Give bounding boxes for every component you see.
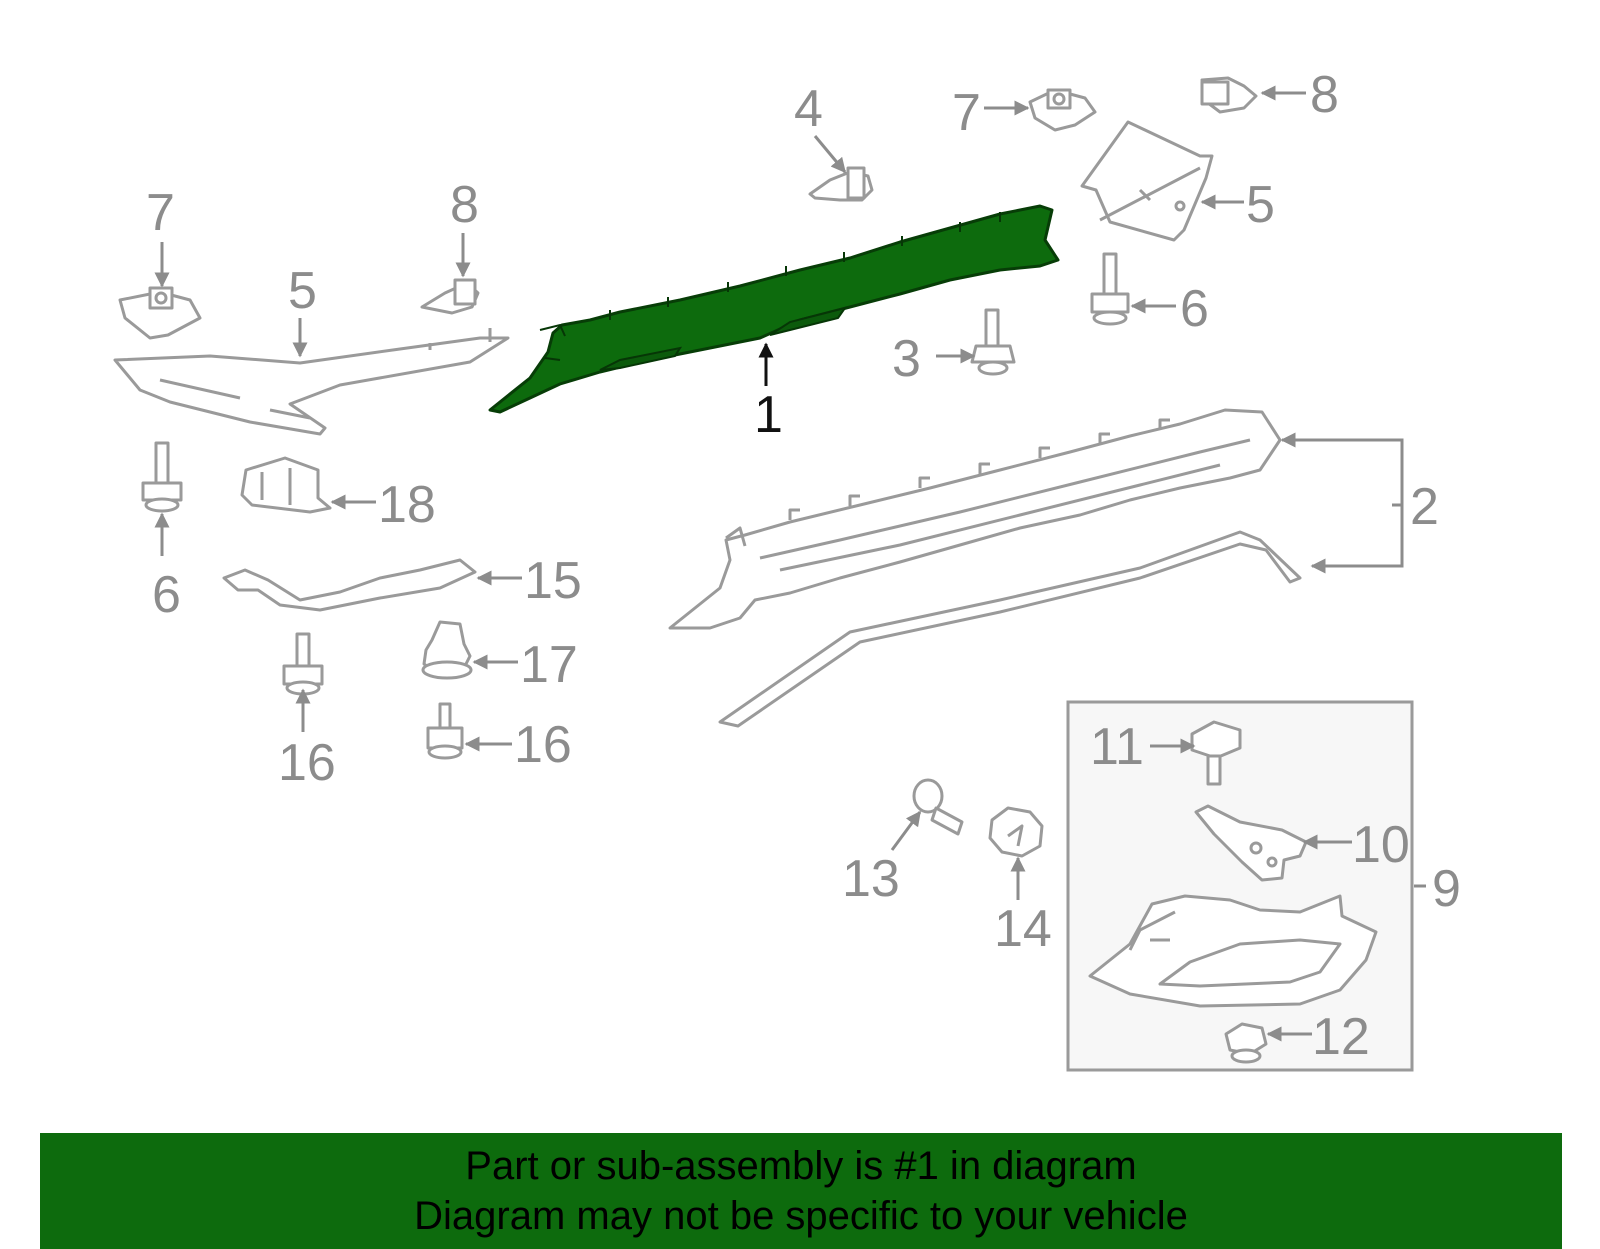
part-2-upper <box>668 408 1282 630</box>
callout-12: 12 <box>1312 1008 1370 1066</box>
part-9 <box>1088 894 1378 1008</box>
part-6-left <box>141 441 183 513</box>
part-5-right <box>1080 120 1214 242</box>
callout-5-right: 5 <box>1246 176 1275 234</box>
callout-10: 10 <box>1352 816 1410 874</box>
callout-5-left: 5 <box>288 262 317 320</box>
banner-line-part-number: Part or sub-assembly is #1 in diagram <box>465 1144 1137 1188</box>
part-5-left <box>113 328 510 436</box>
callout-7-right: 7 <box>952 84 981 142</box>
callout-1: 1 <box>754 386 783 444</box>
part-12 <box>1224 1022 1268 1064</box>
callout-11: 11 <box>1090 718 1144 776</box>
callout-17: 17 <box>520 636 578 694</box>
callout-15: 15 <box>524 552 582 610</box>
part-7-left <box>118 286 202 340</box>
part-4 <box>808 166 874 202</box>
callout-8-right: 8 <box>1310 66 1339 124</box>
leader-lines <box>154 85 1426 1042</box>
callout-6-right: 6 <box>1180 280 1209 338</box>
part-16-right <box>426 702 464 760</box>
part-16-left <box>282 632 324 696</box>
parts-diagram: 7 8 5 6 18 15 17 16 16 4 1 3 7 8 5 6 2 1… <box>113 66 1461 1072</box>
callout-13: 13 <box>842 850 900 908</box>
part-15 <box>222 558 477 612</box>
part-6-right <box>1090 252 1130 326</box>
callout-2: 2 <box>1410 478 1439 536</box>
part-18 <box>240 456 332 514</box>
info-banner: Part or sub-assembly is #1 in diagram Di… <box>40 1133 1562 1249</box>
callout-6-left: 6 <box>152 566 181 624</box>
part-13 <box>912 778 964 836</box>
part-3 <box>970 308 1016 376</box>
callout-16-left: 16 <box>278 734 336 792</box>
part-14 <box>988 806 1044 858</box>
group-9-box <box>1066 700 1414 1072</box>
part-8-right <box>1200 76 1258 114</box>
callout-18: 18 <box>378 476 436 534</box>
callout-9: 9 <box>1432 860 1461 918</box>
callout-7-left: 7 <box>146 184 175 242</box>
banner-line-disclaimer: Diagram may not be specific to your vehi… <box>414 1194 1188 1238</box>
callout-8-left: 8 <box>450 176 479 234</box>
callout-3: 3 <box>892 330 921 388</box>
part-8-left <box>420 278 480 315</box>
part-2-lower <box>718 530 1302 728</box>
callout-14: 14 <box>994 900 1052 958</box>
callout-4: 4 <box>794 80 823 138</box>
part-1-highlighted <box>488 204 1060 414</box>
part-17 <box>421 620 473 680</box>
part-7-right <box>1028 88 1097 132</box>
part-10 <box>1194 804 1308 882</box>
callout-16-right: 16 <box>514 716 572 774</box>
